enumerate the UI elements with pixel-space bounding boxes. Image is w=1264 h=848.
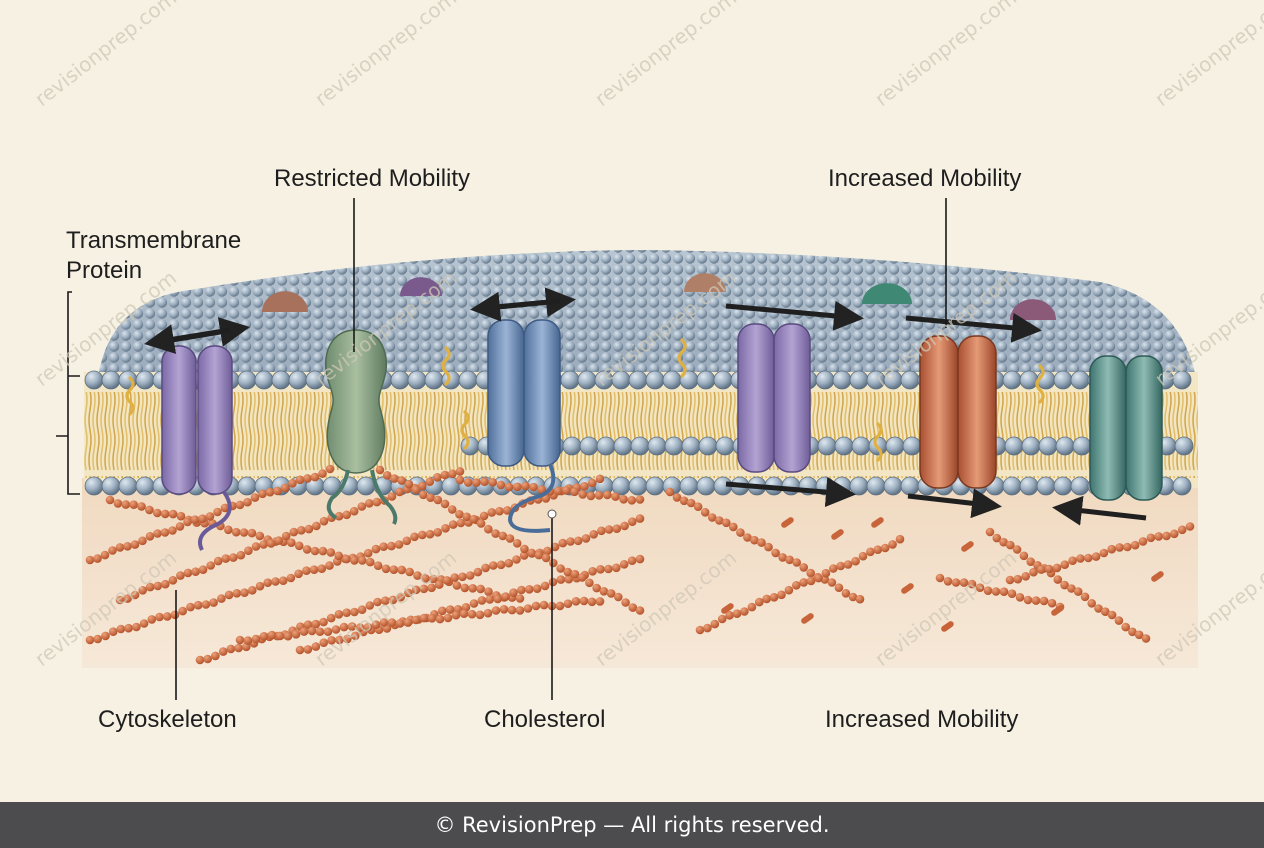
arrow-lipid-left	[470, 291, 561, 322]
peripheral-protein-1	[262, 291, 308, 312]
transmembrane-protein-violet	[737, 323, 811, 473]
transmembrane-protein-blue	[487, 319, 561, 533]
arrow-free-2	[905, 312, 1042, 343]
arrow-restricted-left	[144, 324, 231, 354]
label-increased-mobility-top: Increased Mobility	[828, 165, 1022, 192]
label-cholesterol: Cholesterol	[484, 706, 606, 733]
arrow-free-3	[725, 477, 856, 508]
bracket-transmembrane	[56, 291, 80, 495]
peripheral-protein-2	[400, 277, 442, 296]
arrow-free-5	[1052, 495, 1147, 526]
cholesterol-molecules	[125, 338, 1045, 462]
lipid-heads-outer	[84, 370, 1192, 390]
cytoplasm-region	[82, 478, 1198, 668]
label-increased-mobility-bottom: Increased Mobility	[825, 706, 1019, 733]
peripheral-protein-3	[684, 273, 726, 292]
lipid-heads-middle	[460, 436, 1194, 456]
transmembrane-protein-teal	[1089, 355, 1163, 501]
transmembrane-protein-orange	[919, 335, 997, 489]
arrow-free-4	[907, 488, 1002, 519]
label-restricted-mobility: Restricted Mobility	[274, 165, 471, 192]
label-transmembrane-protein: Transmembrane Protein	[66, 227, 242, 284]
cytoskeleton-network	[85, 464, 1195, 665]
transmembrane-protein-green	[325, 329, 398, 525]
copyright-footer: © RevisionPrep — All rights reserved.	[0, 802, 1264, 848]
leader-lines	[56, 198, 947, 700]
peripheral-protein-4	[862, 283, 912, 304]
arrow-free-1	[725, 300, 864, 331]
mobility-arrows	[144, 287, 1147, 526]
lipid-heads-inner	[84, 476, 1192, 496]
label-cytoskeleton: Cytoskeleton	[98, 706, 237, 733]
transmembrane-protein-purple	[161, 345, 233, 551]
lipid-tails	[84, 392, 1198, 478]
